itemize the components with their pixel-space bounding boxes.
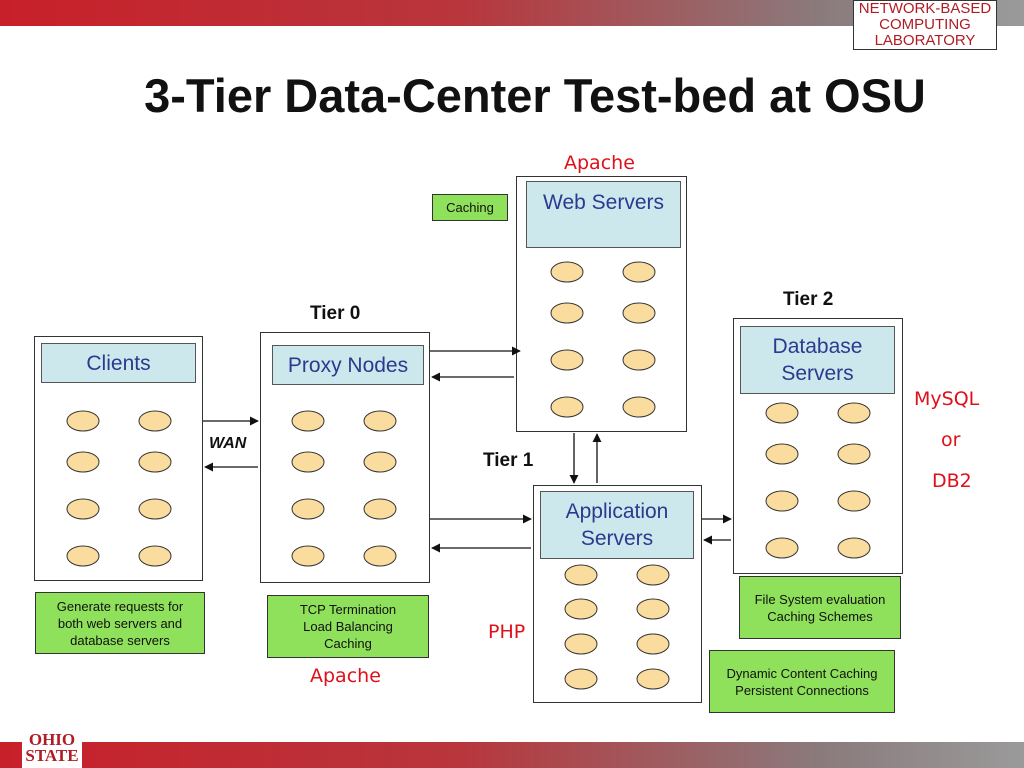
tier-1-label: Tier 1 <box>483 450 534 471</box>
web-node-5 <box>550 349 584 371</box>
db-note: File System evaluation Caching Schemes <box>739 576 901 639</box>
proxy-header: Proxy Nodes <box>272 345 424 385</box>
proxy-node-4 <box>363 451 397 473</box>
db-node-7 <box>765 537 799 559</box>
web-node-8 <box>622 396 656 418</box>
clients-node-7 <box>66 545 100 567</box>
clients-node-3 <box>66 451 100 473</box>
web-node-6 <box>622 349 656 371</box>
db-node-2 <box>837 402 871 424</box>
web-node-1 <box>550 261 584 283</box>
web-node-4 <box>622 302 656 324</box>
db-software-label-2: or <box>941 429 961 451</box>
slide-title: 3-Tier Data-Center Test-bed at OSU <box>144 69 926 122</box>
app-node-7 <box>564 668 598 690</box>
app-header: Application Servers <box>540 491 694 559</box>
db-node-1 <box>765 402 799 424</box>
lab-logo-line-3: LABORATORY <box>874 32 976 49</box>
osu-logo-line-2: STATE <box>25 746 79 765</box>
clients-node-8 <box>138 545 172 567</box>
app-node-2 <box>636 564 670 586</box>
web-node-3 <box>550 302 584 324</box>
proxy-software-label: Apache <box>310 665 381 687</box>
app-node-4 <box>636 598 670 620</box>
db-node-5 <box>765 490 799 512</box>
web-node-7 <box>550 396 584 418</box>
proxy-node-5 <box>291 498 325 520</box>
proxy-node-3 <box>291 451 325 473</box>
clients-node-5 <box>66 498 100 520</box>
proxy-node-8 <box>363 545 397 567</box>
db-node-4 <box>837 443 871 465</box>
bottom-banner <box>0 742 1024 768</box>
web-software-label: Apache <box>564 152 635 174</box>
clients-node-2 <box>138 410 172 432</box>
proxy-node-1 <box>291 410 325 432</box>
lab-logo: NETWORK-BASED COMPUTING LABORATORY <box>853 0 997 50</box>
app-software-label: PHP <box>488 621 526 643</box>
app-node-6 <box>636 633 670 655</box>
app-node-3 <box>564 598 598 620</box>
caching-tag: Caching <box>432 194 508 221</box>
app-node-5 <box>564 633 598 655</box>
osu-logo: OHIO STATE <box>22 730 82 768</box>
proxy-note: TCP Termination Load Balancing Caching <box>267 595 429 658</box>
clients-node-4 <box>138 451 172 473</box>
web-header: Web Servers <box>526 181 681 248</box>
db-software-label-3: DB2 <box>932 470 972 492</box>
clients-header: Clients <box>41 343 196 383</box>
wan-label: WAN <box>209 435 247 452</box>
proxy-node-7 <box>291 545 325 567</box>
proxy-node-6 <box>363 498 397 520</box>
app-node-1 <box>564 564 598 586</box>
tier-2-label: Tier 2 <box>783 289 834 310</box>
app-node-8 <box>636 668 670 690</box>
db-software-label-1: MySQL <box>914 388 980 410</box>
clients-node-6 <box>138 498 172 520</box>
db-header: Database Servers <box>740 326 895 394</box>
osu-logo-line-1: OHIO <box>28 730 76 749</box>
web-node-2 <box>622 261 656 283</box>
lab-logo-line-2: COMPUTING <box>879 16 971 33</box>
db-node-3 <box>765 443 799 465</box>
db-node-8 <box>837 537 871 559</box>
db-node-6 <box>837 490 871 512</box>
clients-node-1 <box>66 410 100 432</box>
tier-0-label: Tier 0 <box>310 303 361 324</box>
app-note: Dynamic Content Caching Persistent Conne… <box>709 650 895 713</box>
lab-logo-line-1: NETWORK-BASED <box>858 0 992 17</box>
proxy-node-2 <box>363 410 397 432</box>
clients-note: Generate requests for both web servers a… <box>35 592 205 654</box>
